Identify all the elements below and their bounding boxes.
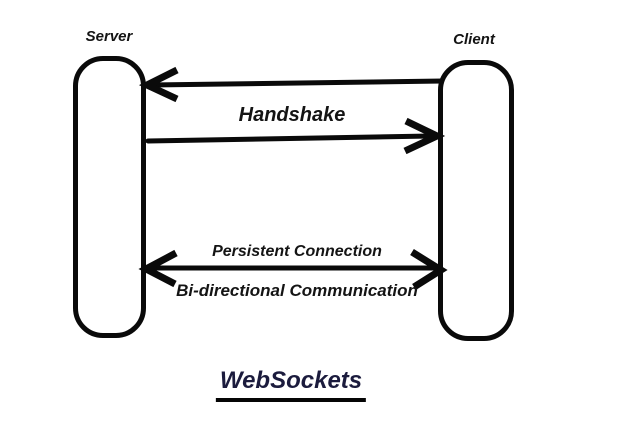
arrowhead-left-icon xyxy=(138,66,179,103)
bidirectional-communication-label: Bi-directional Communication xyxy=(176,281,418,300)
client-node xyxy=(438,60,514,341)
arrow-line xyxy=(150,78,444,88)
persistent-connection-label: Persistent Connection xyxy=(212,243,382,260)
diagram-title-text: WebSockets xyxy=(215,367,367,402)
persistent-connection-arrow xyxy=(138,249,448,290)
arrowhead-right-icon xyxy=(403,117,446,155)
handshake-request-arrow xyxy=(138,66,444,103)
server-label: Server xyxy=(85,28,133,45)
server-node xyxy=(73,56,146,338)
arrowhead-left-icon xyxy=(138,249,178,288)
arrow-line xyxy=(145,133,434,144)
client-label: Client xyxy=(453,31,495,48)
diagram-title: WebSockets xyxy=(215,367,367,402)
arrowhead-right-icon xyxy=(410,249,448,290)
handshake-response-arrow xyxy=(145,117,446,155)
handshake-label: Handshake xyxy=(238,104,346,126)
